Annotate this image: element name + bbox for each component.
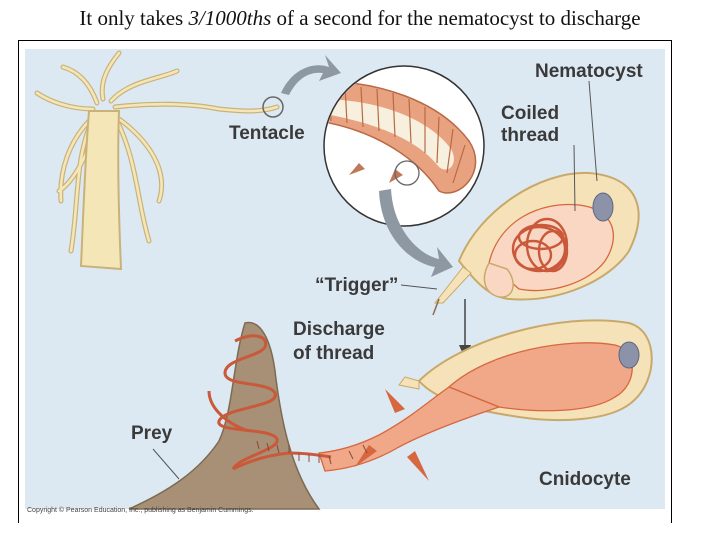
label-cnidocyte: Cnidocyte (539, 469, 631, 491)
label-nematocyst: Nematocyst (535, 61, 643, 83)
label-coiled-thread-line2: thread (501, 125, 559, 147)
label-tentacle: Tentacle (229, 123, 305, 145)
label-discharge-line1: Discharge (293, 319, 385, 341)
copyright-notice: Copyright © Pearson Education, Inc., pub… (27, 507, 254, 514)
slide-title: It only takes 3/1000ths of a second for … (0, 6, 720, 31)
nematocyst-figure: Nematocyst Coiled thread Tentacle “Trigg… (18, 40, 672, 523)
title-prefix: It only takes (79, 6, 188, 30)
title-emphasis: 3/1000ths (188, 6, 271, 30)
label-discharge-line2: of thread (293, 343, 374, 365)
label-prey: Prey (131, 423, 172, 445)
label-coiled-thread-line1: Coiled (501, 103, 559, 125)
label-trigger: “Trigger” (315, 275, 398, 297)
hydra-body (81, 111, 121, 269)
title-suffix: of a second for the nematocyst to discha… (271, 6, 640, 30)
